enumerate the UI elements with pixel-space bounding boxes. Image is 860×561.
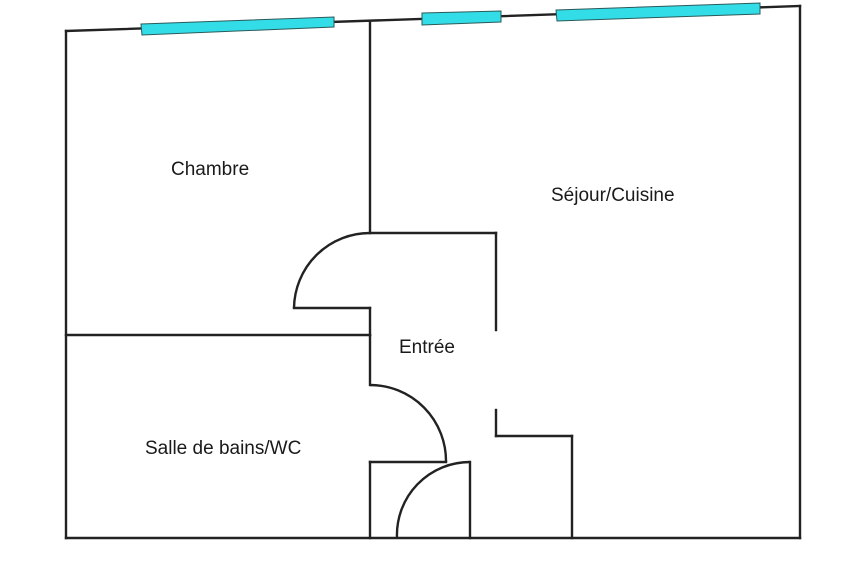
interior-walls xyxy=(64,20,574,540)
window-sejour xyxy=(555,2,761,22)
room-labels: Chambre Séjour/Cuisine Entrée Salle de b… xyxy=(145,159,675,459)
door-chambre xyxy=(292,231,371,309)
label-chambre: Chambre xyxy=(171,159,249,180)
door-closet xyxy=(395,460,471,539)
door-salle-de-bains xyxy=(369,383,448,463)
windows xyxy=(140,2,761,36)
window-chambre xyxy=(140,16,335,36)
window-middle xyxy=(421,10,502,26)
label-salle-de-bains: Salle de bains/WC xyxy=(145,438,301,459)
label-entree: Entrée xyxy=(399,337,455,358)
doors xyxy=(292,231,471,539)
label-sejour-cuisine: Séjour/Cuisine xyxy=(551,185,675,206)
